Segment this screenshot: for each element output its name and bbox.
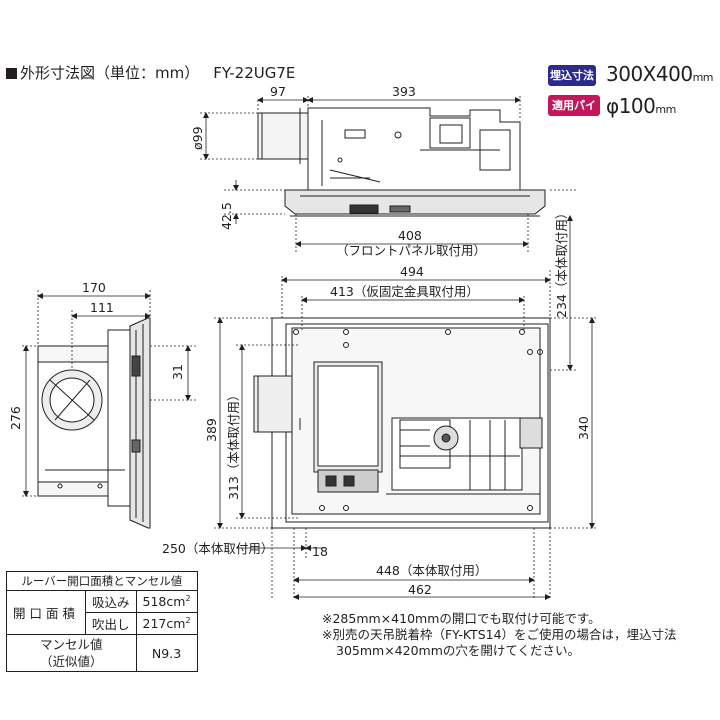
bottom-view	[253, 317, 551, 529]
dim-18: 18	[312, 544, 328, 559]
drawing-title-text: 外形寸法図（単位：mm）	[20, 64, 200, 82]
exhaust-value-cell: 217cm2	[135, 612, 198, 635]
end-dimension-labels: 170 111 276 31	[8, 280, 185, 430]
opening-size-badge: 埋込寸法	[548, 65, 596, 86]
munsell-label-2: （近似値）	[40, 654, 103, 669]
dim-111: 111	[90, 300, 114, 315]
munsell-label-1: マンセル値	[40, 637, 103, 652]
exhaust-label: 吹出し	[85, 612, 137, 635]
dim-393: 393	[392, 84, 416, 99]
pipe-unit: mm	[655, 103, 676, 116]
model-number: FY-22UG7E	[213, 64, 296, 82]
dim-97: 97	[270, 84, 286, 99]
bottom-dimension-labels: 494 413（仮固定金具取付用） 234（本体取付用） 340 389 313…	[162, 207, 591, 597]
dim-494: 494	[400, 264, 424, 279]
dim-276: 276	[8, 406, 23, 430]
opening-size-spec: 300X400mm	[606, 62, 714, 86]
dim-408: 408	[398, 228, 422, 243]
bottom-duct-stub	[253, 375, 293, 433]
end-dimensions	[22, 290, 196, 497]
dim-99: ø99	[190, 126, 205, 150]
intake-value-cell: 518cm2	[135, 590, 198, 613]
dim-42-5: 42.5	[219, 202, 234, 230]
note-line-2: ※別売の天吊脱着枠（FY-KTS14）をご使用の場合は，埋込寸法	[322, 627, 677, 642]
dim-234: 234（本体取付用）	[554, 207, 569, 318]
munsell-label-cell: マンセル値 （近似値）	[6, 634, 137, 672]
opening-area-label: 開口面積	[5, 590, 87, 635]
munsell-value: N9.3	[135, 634, 198, 672]
note-line-3: 305mm×420mmの穴を開けてください。	[336, 643, 581, 658]
drawing-title: 外形寸法図（単位：mm） FY-22UG7E	[6, 62, 295, 83]
dim-31: 31	[170, 364, 185, 380]
louver-table: ルーバー開口面積とマンセル値 開口面積 吸込み 518cm2 吹出し 217cm…	[5, 571, 198, 672]
intake-unit-sup: 2	[185, 593, 191, 603]
intake-label: 吸込み	[85, 590, 137, 613]
bottom-dimensions	[214, 189, 598, 600]
opening-size-unit: mm	[692, 71, 714, 84]
pipe-value: φ100	[606, 94, 656, 118]
dim-413: 413（仮固定金具取付用）	[330, 284, 479, 299]
pipe-badge: 適用パイプ	[548, 95, 600, 133]
dim-313: 313（本体取付用）	[226, 389, 241, 500]
opening-size-value: 300X400	[606, 62, 693, 86]
dim-389: 389	[204, 418, 219, 442]
intake-value: 518cm	[142, 594, 186, 610]
note-line-1: ※285mm×410mmの開口でも取付け可能です。	[322, 611, 601, 626]
pipe-spec: φ100mm	[606, 94, 676, 118]
dim-250: 250（本体取付用）	[162, 541, 273, 556]
table-title: ルーバー開口面積とマンセル値	[6, 571, 198, 591]
end-flange	[129, 317, 151, 529]
dim-340: 340	[576, 416, 591, 440]
notes: ※285mm×410mmの開口でも取付け可能です。 ※別売の天吊脱着枠（FY-K…	[322, 611, 677, 659]
side-panel	[284, 189, 546, 215]
side-view	[257, 107, 546, 217]
exhaust-value: 217cm	[142, 616, 186, 632]
dim-408-note: （フロントパネル取付用）	[336, 243, 486, 258]
dim-448: 448（本体取付用）	[376, 563, 487, 578]
end-view	[37, 317, 151, 529]
side-dimension-labels: 97 393 ø99 42.5 408 （フロントパネル取付用）	[190, 84, 486, 258]
title-square-icon	[6, 68, 17, 79]
side-dimensions	[200, 96, 529, 252]
dim-462: 462	[408, 582, 432, 597]
dim-170: 170	[82, 280, 106, 295]
exhaust-unit-sup: 2	[185, 615, 191, 625]
